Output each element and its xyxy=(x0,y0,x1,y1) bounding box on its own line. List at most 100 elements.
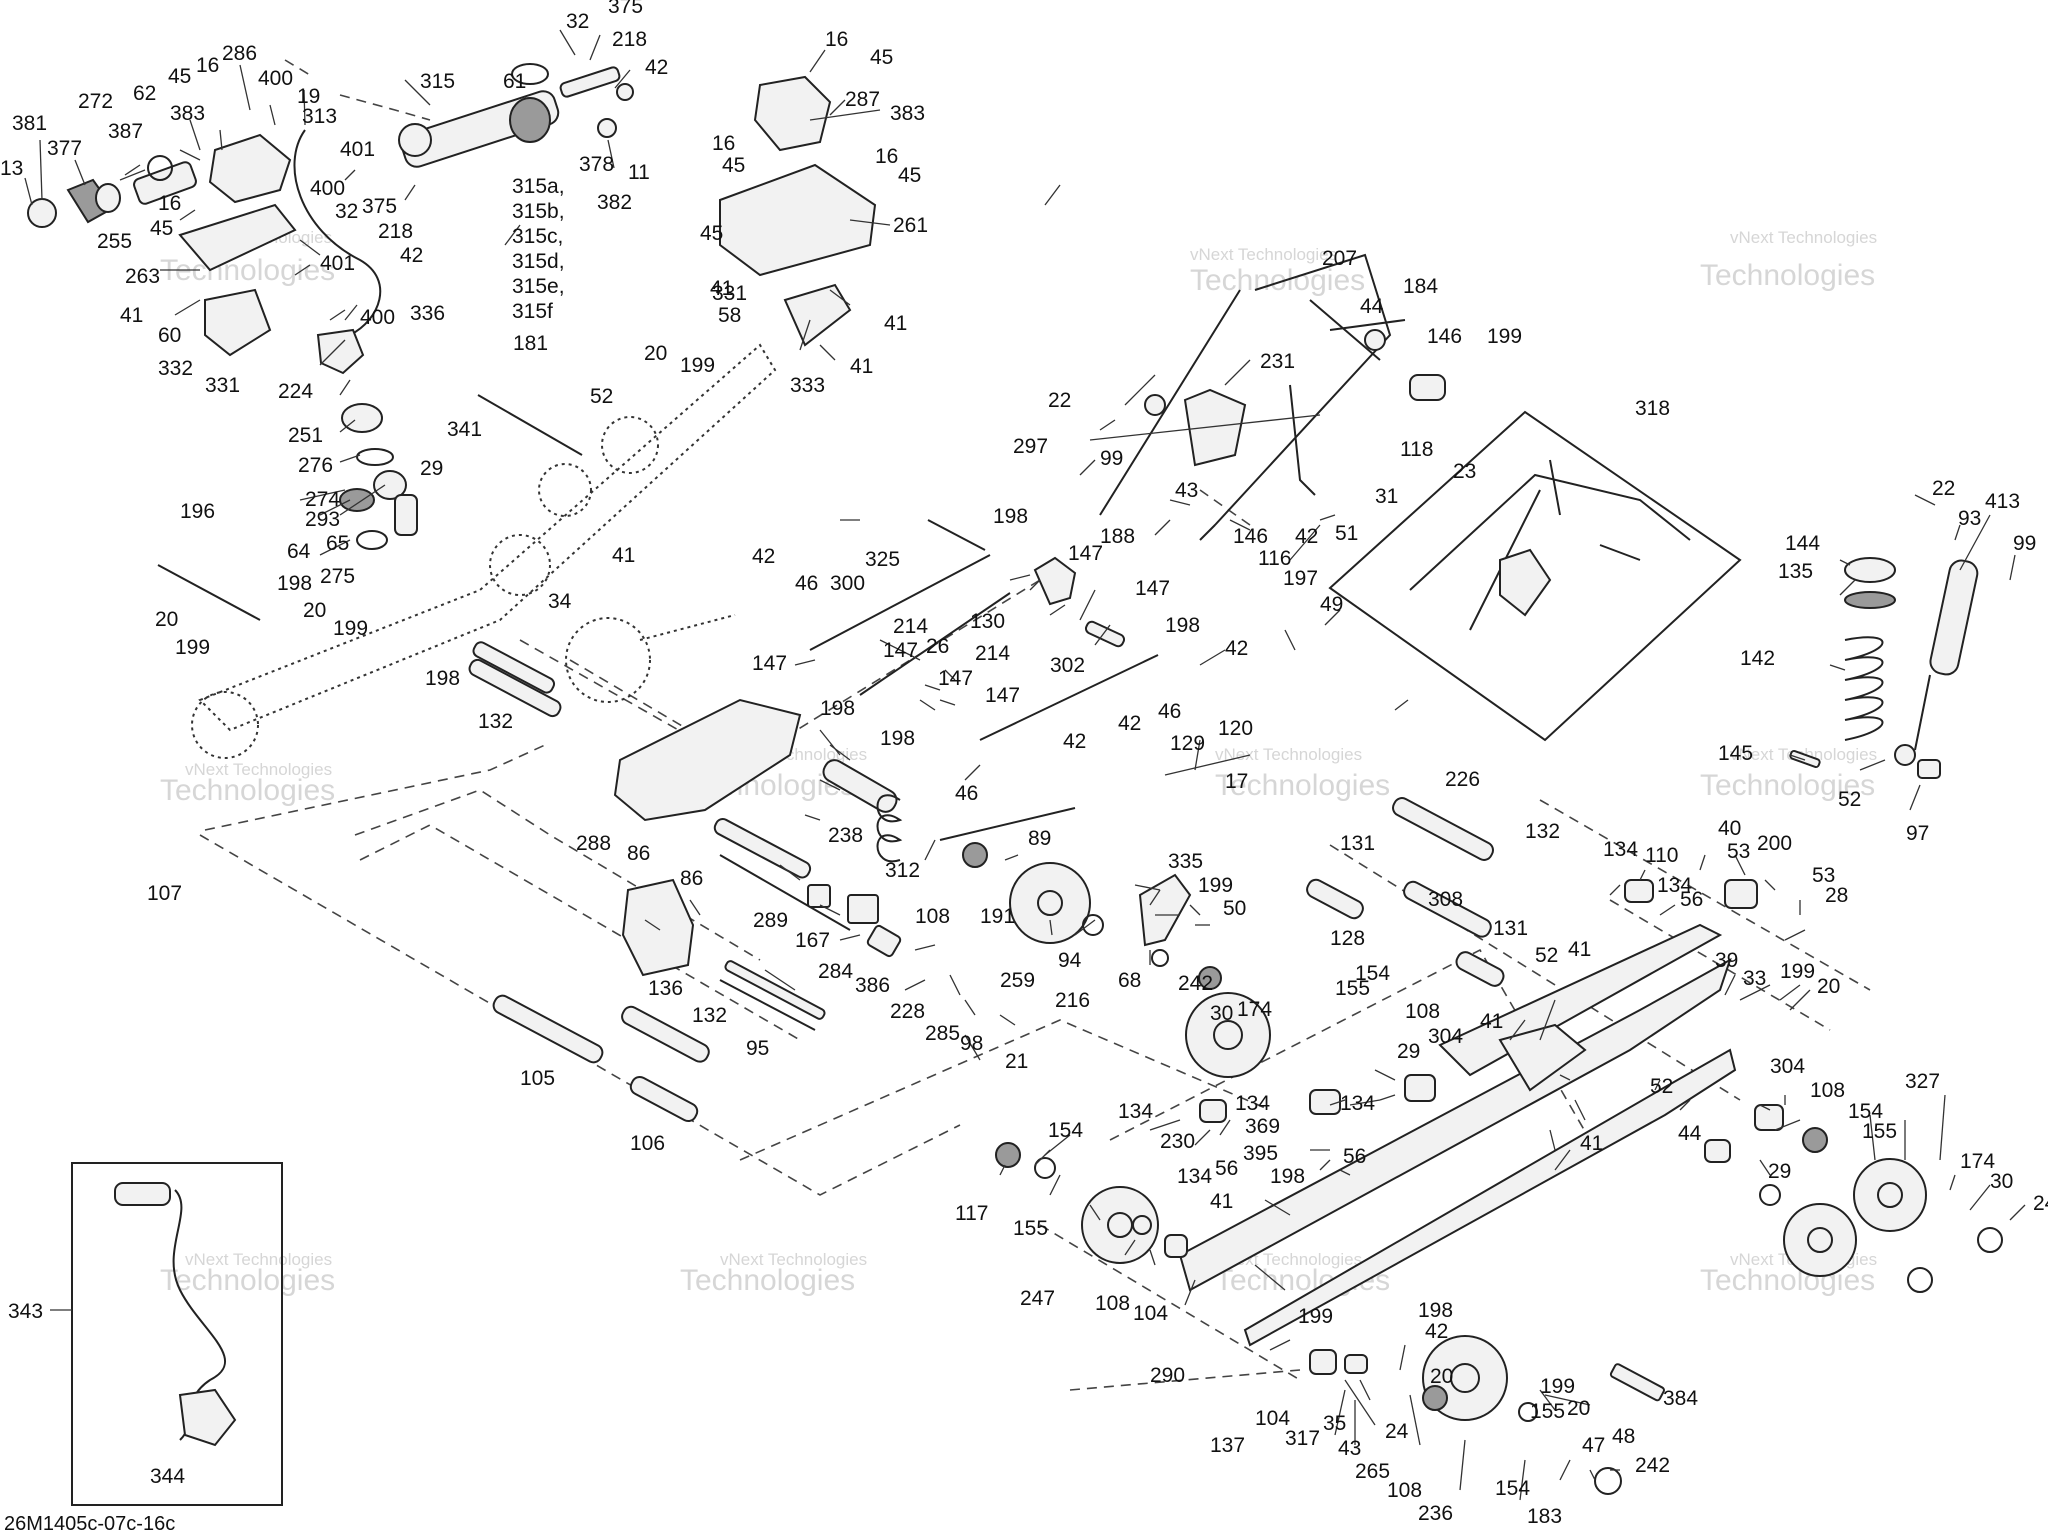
part-label-199-e: 199 xyxy=(1198,874,1233,897)
part-label-132-b: 132 xyxy=(692,1004,727,1027)
rear-suspension-frame xyxy=(1099,253,1742,742)
part-label-42-e: 42 xyxy=(1225,637,1248,660)
part-label-137: 137 xyxy=(1210,1434,1245,1457)
part-label-199-f: 199 xyxy=(1780,960,1815,983)
part-label-381: 381 xyxy=(12,112,47,135)
watermark-text: vNext Technologies xyxy=(720,1250,867,1269)
part-label-42: 42 xyxy=(645,56,668,79)
part-label-51: 51 xyxy=(1335,522,1358,545)
part-label-20-d: 20 xyxy=(1817,975,1840,998)
part-label-198-c: 198 xyxy=(993,505,1028,528)
part-label-317: 317 xyxy=(1285,1427,1320,1450)
part-label-46-b: 46 xyxy=(1158,700,1181,723)
part-label-289: 289 xyxy=(753,909,788,932)
watermark-big: Technologies xyxy=(1190,264,1365,297)
part-label-218: 218 xyxy=(612,28,647,51)
part-label-94: 94 xyxy=(1058,949,1082,972)
part-label-251: 251 xyxy=(288,424,323,447)
part-label-200: 200 xyxy=(1757,832,1792,855)
part-label-44-b: 44 xyxy=(1678,1122,1702,1145)
part-label-214-b: 214 xyxy=(975,642,1010,665)
part-label-335: 335 xyxy=(1168,850,1203,873)
part-label-315e: 315e, xyxy=(512,275,565,298)
part-label-49: 49 xyxy=(1320,593,1343,616)
part-label-197: 197 xyxy=(1283,567,1318,590)
part-label-42-f: 42 xyxy=(1118,712,1141,735)
watermark-big: Technologies xyxy=(1700,1264,1875,1297)
watermark-big: Technologies xyxy=(680,1264,855,1297)
part-label-290: 290 xyxy=(1150,1364,1185,1387)
part-label-272: 272 xyxy=(78,90,113,113)
part-label-315f: 315f xyxy=(512,300,553,323)
part-label-318: 318 xyxy=(1635,397,1670,420)
watermark-big: Technologies xyxy=(160,774,335,807)
part-label-147: 147 xyxy=(1068,542,1103,565)
part-label-134-f: 134 xyxy=(1177,1165,1212,1188)
part-label-104: 104 xyxy=(1133,1302,1168,1325)
part-label-97: 97 xyxy=(1906,822,1929,845)
part-label-147-d: 147 xyxy=(752,652,787,675)
part-label-43-b: 43 xyxy=(1338,1437,1361,1460)
part-label-134-b: 134 xyxy=(1657,874,1692,897)
part-label-116: 116 xyxy=(1258,547,1291,570)
part-label-147-f: 147 xyxy=(985,684,1020,707)
part-label-93: 93 xyxy=(1958,507,1981,530)
part-label-400-b: 400 xyxy=(310,177,345,200)
watermark-text: vNext Technologies xyxy=(1215,745,1362,764)
part-label-198-h: 198 xyxy=(1418,1299,1453,1322)
part-label-293: 293 xyxy=(305,508,340,531)
front-slide-rail xyxy=(157,343,777,759)
part-label-199-c: 199 xyxy=(333,617,368,640)
part-label-41-i: 41 xyxy=(1210,1190,1233,1213)
part-label-387: 387 xyxy=(108,120,143,143)
part-label-33: 33 xyxy=(1743,967,1766,990)
shock-absorber-top xyxy=(293,63,634,550)
part-label-129: 129 xyxy=(1170,732,1205,755)
part-label-24: 24 xyxy=(2033,1192,2048,1215)
part-label-40: 40 xyxy=(1718,817,1741,840)
part-label-118: 118 xyxy=(1400,438,1433,461)
part-label-286: 286 xyxy=(222,42,257,65)
part-label-24-b: 24 xyxy=(1385,1420,1409,1443)
rear-slide-rails xyxy=(1178,923,1737,1347)
part-label-331: 331 xyxy=(205,374,240,397)
part-label-384: 384 xyxy=(1663,1387,1698,1410)
part-label-134-d: 134 xyxy=(1340,1092,1375,1115)
part-label-312: 312 xyxy=(885,859,920,882)
part-label-288: 288 xyxy=(576,832,611,855)
part-label-218-b: 218 xyxy=(378,220,413,243)
part-label-132: 132 xyxy=(478,710,513,733)
part-label-42-h: 42 xyxy=(1425,1320,1448,1343)
part-label-105: 105 xyxy=(520,1067,555,1090)
part-label-128: 128 xyxy=(1330,927,1365,950)
part-label-276: 276 xyxy=(298,454,333,477)
leader-lines xyxy=(24,29,2026,1501)
part-label-56-b: 56 xyxy=(1215,1157,1238,1180)
part-label-42-c: 42 xyxy=(1295,525,1318,548)
part-label-39: 39 xyxy=(1715,949,1738,972)
part-label-284: 284 xyxy=(818,960,853,983)
shafts-and-rods xyxy=(468,519,1505,1123)
part-label-52-c: 52 xyxy=(1535,944,1558,967)
part-label-29-c: 29 xyxy=(1768,1160,1791,1183)
part-label-174-b: 174 xyxy=(1960,1150,1995,1173)
part-label-56: 56 xyxy=(1680,888,1703,911)
part-label-238: 238 xyxy=(828,824,863,847)
part-label-343: 343 xyxy=(8,1300,43,1323)
part-label-45-f: 45 xyxy=(700,222,723,245)
part-label-107: 107 xyxy=(147,882,182,905)
part-label-275: 275 xyxy=(320,565,355,588)
part-label-198-g: 198 xyxy=(1270,1165,1305,1188)
part-label-110: 110 xyxy=(1645,844,1678,867)
part-label-41-d: 41 xyxy=(850,355,873,378)
part-label-45: 45 xyxy=(168,65,191,88)
part-label-61: 61 xyxy=(503,70,526,93)
part-label-50: 50 xyxy=(1223,897,1246,920)
part-label-401: 401 xyxy=(340,138,375,161)
watermark-text: vNext Technologies xyxy=(185,760,332,779)
part-label-145: 145 xyxy=(1718,742,1753,765)
part-label-104-b: 104 xyxy=(1255,1407,1290,1430)
part-label-332: 332 xyxy=(158,357,193,380)
part-label-315d: 315d, xyxy=(512,250,565,273)
part-label-198-d: 198 xyxy=(1165,614,1200,637)
